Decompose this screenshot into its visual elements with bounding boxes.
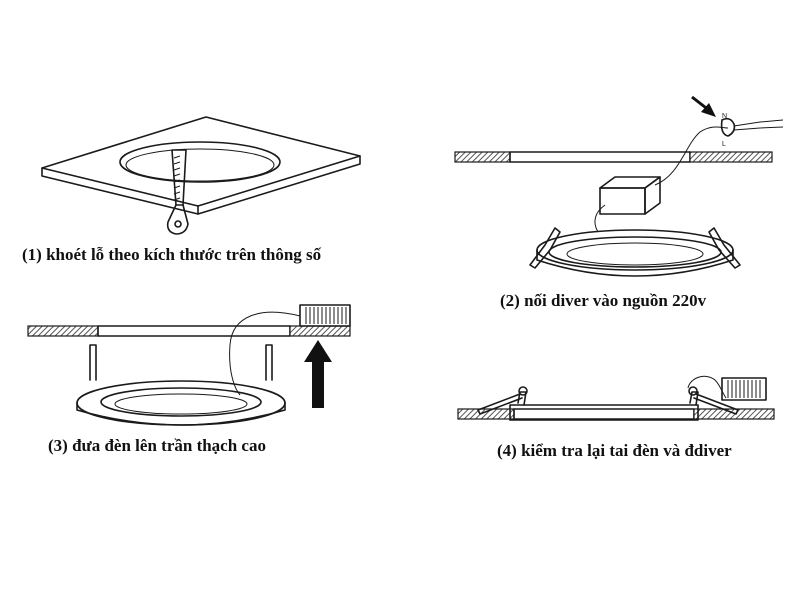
step1-cut-hole <box>119 141 281 183</box>
step2-caption: (2) nối diver vào nguồn 220v <box>500 291 707 310</box>
arrow-pointer-icon <box>691 95 716 117</box>
step4-lamp <box>509 404 699 421</box>
wire-label-neutral: N <box>722 113 727 120</box>
saw-icon <box>166 149 189 235</box>
step4-caption: (4) kiểm tra lại tai đèn và đdiver <box>497 441 732 460</box>
step2-connector <box>720 117 736 137</box>
step2-lamp <box>536 229 734 277</box>
step2-wire-to-lamp <box>594 204 606 233</box>
step2-mains-cable <box>733 119 784 131</box>
step2-spring-clips <box>529 227 741 269</box>
step2-ceiling-board <box>454 151 773 163</box>
step4-driver-box <box>721 377 767 401</box>
step2-driver-box <box>599 176 661 215</box>
step3-driver-box <box>299 304 351 327</box>
step3-wire <box>229 311 301 396</box>
step1-caption: (1) khoét lỗ theo kích thước trên thông … <box>22 245 322 264</box>
step4-wire <box>687 375 727 399</box>
wire-label-live: L <box>722 141 726 148</box>
step3-caption: (3) đưa đèn lên trần thạch cao <box>48 436 266 455</box>
arrow-up-icon <box>304 340 332 408</box>
step4-spring-clips <box>477 386 739 415</box>
step3-ceiling-board <box>27 325 351 337</box>
step3-lamp <box>76 344 286 426</box>
step1-ceiling-panel <box>41 116 361 215</box>
